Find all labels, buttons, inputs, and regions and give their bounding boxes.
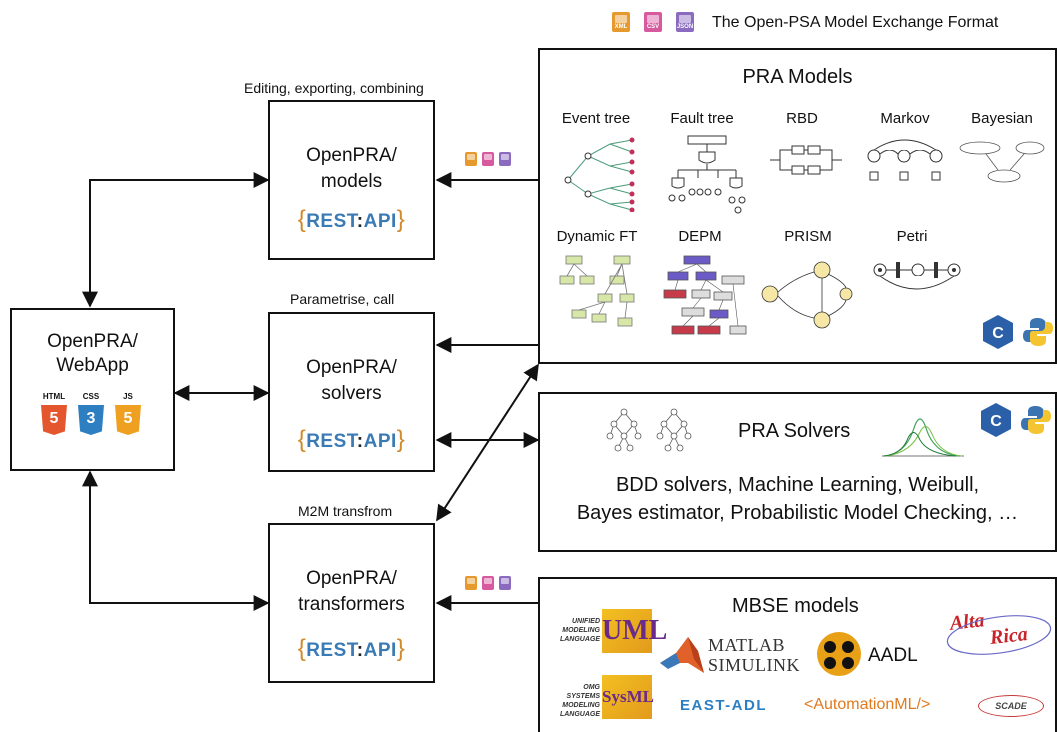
xml-format-icon-small (465, 152, 477, 166)
east-adl-logo: EAST-ADL (680, 697, 767, 714)
cpp-icon: C (983, 315, 1013, 349)
pra-solvers-title: PRA Solvers (738, 420, 851, 442)
csv-format-icon: CSV (644, 12, 662, 32)
json-format-icon: JSON (676, 12, 694, 32)
model-name-rbd: RBD (786, 110, 818, 127)
uml-logo: UML (602, 609, 667, 653)
css3-icon: 3 (78, 405, 104, 435)
prism-diagram (761, 261, 853, 329)
rbd-diagram (770, 145, 842, 175)
xml-format-icon: XML (612, 12, 630, 32)
mbse-models-panel: MBSE models UNIFIED MODELING LANGUAGE UM… (538, 577, 1057, 732)
pra-solvers-line1: BDD solvers, Machine Learning, Weibull, (615, 474, 980, 496)
event-tree-diagram (564, 137, 635, 212)
format-title: The Open-PSA Model Exchange Format (712, 14, 999, 31)
csv-format-icon-small (482, 576, 494, 590)
models-title-line2: models (320, 171, 383, 192)
pra-solvers-panel: PRA Solvers C BDD solvers, Machine Learn… (538, 392, 1057, 552)
transformers-service-box: OpenPRA/ transformers {REST:API} (268, 523, 435, 683)
svg-text:C: C (990, 413, 1002, 430)
scade-logo: SCADE (978, 695, 1044, 717)
json-format-icon-small (499, 152, 511, 166)
fault-tree-diagram (668, 135, 746, 214)
xml-format-icon-small (465, 576, 477, 590)
js-label: JS (123, 392, 133, 401)
solvers-service-box: OpenPRA/ solvers {REST:API} (268, 312, 435, 472)
cpp-icon: C (981, 403, 1011, 437)
models-service-box: OpenPRA/ models {REST:API} (268, 100, 435, 260)
model-name-prism: PRISM (784, 228, 832, 245)
transformers-rest-api-label: {REST:API} (297, 635, 406, 662)
models-caption: Editing, exporting, combining (244, 80, 424, 96)
distribution-curves-icon (882, 418, 964, 457)
solvers-rest-api-label: {REST:API} (297, 426, 406, 453)
html5-label: HTML (42, 392, 66, 401)
arrow-transformers-pramodels (436, 363, 539, 522)
arrow-webapp-transformers (82, 470, 270, 611)
pra-models-title: PRA Models (742, 66, 853, 88)
markov-diagram (867, 139, 943, 181)
csv-format-icon-small (482, 152, 494, 166)
mbse-models-title: MBSE models (732, 595, 859, 617)
arrow-webapp-models (82, 172, 270, 308)
automationml-logo: <AutomationML/> (804, 696, 931, 713)
model-name-fault-tree: Fault tree (670, 110, 734, 127)
sysml-logo-caption: OMG SYSTEMS MODELING LANGUAGE (559, 684, 600, 718)
transformers-title-line2: transformers (298, 594, 405, 615)
solver-graph-icon (606, 408, 692, 452)
solvers-caption: Parametrise, call (290, 291, 395, 307)
bayesian-network-diagram (959, 141, 1045, 183)
model-name-bayesian: Bayesian (971, 110, 1033, 127)
python-icon (1023, 318, 1053, 346)
matlab-logo-line1: MATLAB (708, 635, 786, 655)
model-name-depm: DEPM (678, 228, 722, 245)
solvers-title-line1: OpenPRA/ (306, 357, 397, 378)
model-name-petri: Petri (896, 228, 928, 245)
css3-label: CSS (82, 392, 100, 401)
transformers-caption: M2M transfrom (298, 503, 393, 519)
model-name-markov: Markov (880, 110, 930, 127)
solvers-title-line2: solvers (321, 383, 382, 404)
aadl-logo-icon (817, 632, 861, 676)
pra-solvers-line2: Bayes estimator, Probabilistic Model Che… (576, 502, 1019, 524)
webapp-title-line2: WebApp (56, 355, 129, 376)
webapp-box: OpenPRA/ WebApp 5 HTML 3 CSS 5 JS (10, 308, 175, 471)
petri-net-diagram (873, 262, 961, 290)
depm-diagram (663, 255, 747, 335)
transformers-title-line1: OpenPRA/ (306, 568, 397, 589)
webapp-title-line1: OpenPRA/ (47, 331, 138, 352)
matlab-logo-icon (660, 637, 704, 673)
matlab-logo-line2: SIMULINK (708, 655, 800, 675)
uml-logo-caption: UNIFIED MODELING LANGUAGE (559, 618, 600, 643)
svg-text:C: C (992, 325, 1004, 342)
json-format-icon-small (499, 576, 511, 590)
sysml-logo: SysML (602, 675, 654, 719)
model-name-event-tree: Event tree (561, 110, 631, 127)
js-icon: 5 (115, 405, 141, 435)
html5-icon: 5 (41, 405, 67, 435)
models-title-line1: OpenPRA/ (306, 145, 397, 166)
dynamic-ft-diagram (559, 255, 635, 327)
models-rest-api-label: {REST:API} (297, 206, 406, 233)
model-name-dynamic-ft: Dynamic FT (556, 228, 638, 245)
altarica-swoosh-icon (946, 615, 1052, 655)
aadl-logo-text: AADL (868, 645, 918, 666)
pra-models-panel: PRA Models Event tree Fault tree RBD Mar… (538, 48, 1057, 364)
python-icon (1021, 406, 1051, 434)
